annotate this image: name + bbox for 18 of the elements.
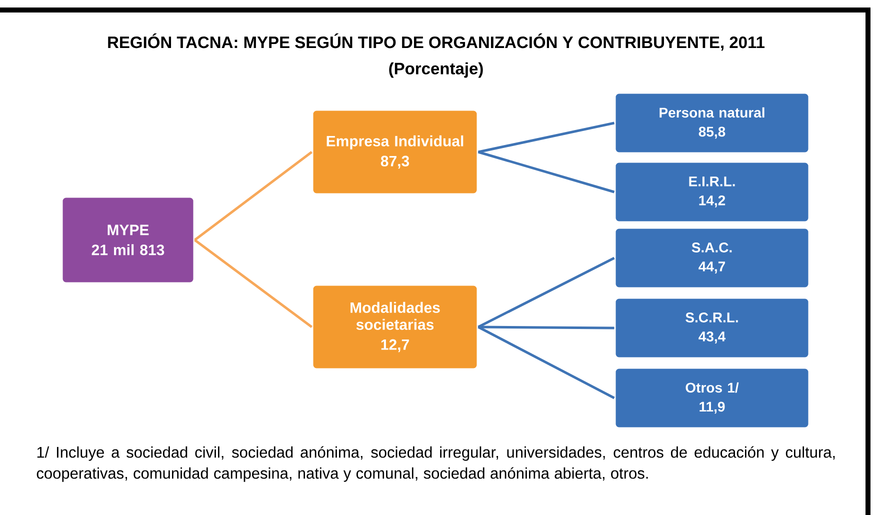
value-box: Persona natural 85,8 — [614, 92, 810, 154]
subtitle: (Porcentaje) — [389, 62, 483, 78]
connector-line — [194, 239, 312, 328]
value-box: S.A.C. 44,7 — [614, 227, 810, 289]
connector-line — [478, 256, 615, 328]
title: REGIÓN TACNA: MYPE SEGÚN TIPO DE ORGANIZACIÓN Y CONTRIBUYENTE, 2011 — [108, 33, 765, 51]
connector-line — [478, 122, 615, 154]
connector-line — [194, 151, 312, 241]
root-box: MYPE 21 mil 813 — [61, 196, 195, 284]
value-box: Otros 1/ 11,9 — [614, 367, 810, 429]
value-box: S.C.R.L. 43,4 — [614, 297, 810, 359]
category-box: Empresa Individual 87,3 — [312, 109, 478, 195]
footnote: 1/ Incluye a sociedad civil, sociedad anónima, sociedad irregular, universidades, centros de educación y cultura, cooperativas, comunidad campesina, nativa y comunal, sociedad anónima abierta, otros. — [36, 446, 835, 482]
connector-line — [478, 326, 615, 400]
value-box: E.I.R.L. 14,2 — [614, 161, 810, 223]
connector-line — [478, 326, 614, 330]
category-box: Modalidades societarias 12,7 — [312, 284, 478, 370]
connector-line — [478, 150, 615, 194]
